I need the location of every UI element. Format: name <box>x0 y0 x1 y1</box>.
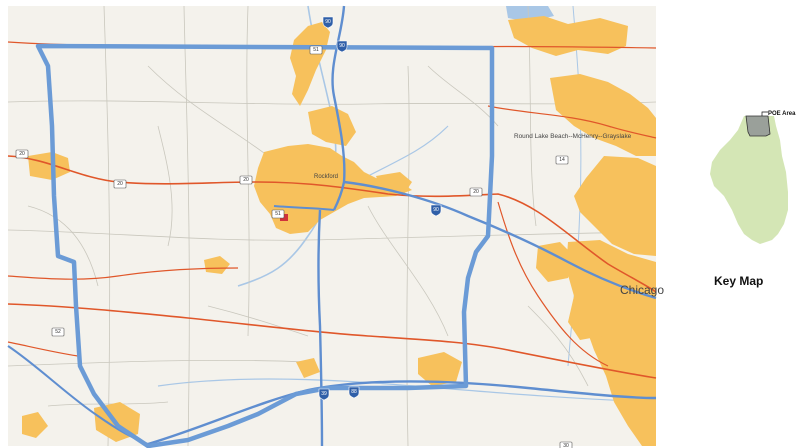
poe-area-shape <box>745 115 771 137</box>
shield-shape <box>348 386 360 399</box>
us-route-shield-us30: 30 <box>559 441 573 448</box>
shield-number: 20 <box>473 189 479 195</box>
local-road <box>527 305 589 387</box>
poe-area-label: POE Area <box>768 111 796 117</box>
interstate-shield-i90-north: 90 <box>336 40 348 53</box>
route-shields: 90 90 90 39 88 20 20 20 20 51 14 52 30 51 <box>15 16 573 448</box>
shield-number: 51 <box>275 211 281 217</box>
shield-shape <box>336 40 348 53</box>
local-road <box>7 229 657 241</box>
river-south <box>157 378 657 403</box>
interstate-shield-i39-south: 39 <box>318 388 330 401</box>
shield-number: 39 <box>321 391 327 397</box>
highway-route-northeast <box>487 105 657 139</box>
shield-shape <box>15 149 29 159</box>
shield-number: 20 <box>19 151 25 157</box>
shield-number: 90 <box>325 19 331 25</box>
us-route-shield-us52: 52 <box>51 327 65 337</box>
shield-number: 90 <box>433 207 439 213</box>
urban-rockford <box>254 144 412 234</box>
interstate-i90-east <box>343 180 657 300</box>
shield-shape <box>555 155 569 165</box>
urban-mchenry <box>550 74 656 156</box>
shield-shape <box>322 16 334 29</box>
urban-freeport <box>204 256 230 274</box>
key-map-illinois <box>710 111 788 244</box>
local-road <box>47 401 169 407</box>
local-road <box>103 5 111 447</box>
local-road <box>7 359 309 367</box>
shield-shape <box>271 209 285 219</box>
shield-shape <box>309 45 323 55</box>
key-map-title: Key Map <box>714 274 764 288</box>
us-route-shield-us51-south: 51 <box>271 209 285 219</box>
shield-number: 51 <box>313 47 319 53</box>
shield-shape <box>559 441 573 448</box>
shield-shape <box>469 187 483 197</box>
us-route-shield-us14: 14 <box>555 155 569 165</box>
interstate-i88 <box>147 380 657 446</box>
highway-route-south-west <box>7 341 79 357</box>
urban-elgin <box>536 242 574 282</box>
urban-west <box>28 152 70 180</box>
local-road <box>207 305 309 337</box>
us-route-shield-us20-west: 20 <box>15 149 29 159</box>
local-road <box>406 65 410 447</box>
map-canvas: 90 90 90 39 88 20 20 20 20 51 14 52 30 51 Rockford Ro… <box>7 5 664 448</box>
local-road <box>367 205 449 337</box>
shield-number: 90 <box>339 43 345 49</box>
us-route-shield-us51-north: 51 <box>309 45 323 55</box>
shield-number: 52 <box>55 329 61 335</box>
interstate-i90-west-link <box>273 205 335 211</box>
shield-number: 88 <box>351 389 357 395</box>
urban-south-small <box>22 412 48 438</box>
key-map-panel: POE Area Key Map <box>700 100 812 300</box>
urban-dekalb <box>418 352 462 386</box>
city-label-round-lake-beach: Round Lake Beach--McHenry--Grayslake <box>514 133 632 140</box>
shield-shape <box>51 327 65 337</box>
us-route-shield-us20-east: 20 <box>469 187 483 197</box>
urban-rochelle <box>296 358 320 378</box>
urban-aurora <box>568 294 608 340</box>
urban-north-east <box>508 16 628 56</box>
interstate-i39-south <box>317 209 324 447</box>
urban-rockford-north <box>290 22 330 106</box>
illinois-state-shape <box>710 116 788 244</box>
regional-map[interactable]: 90 90 90 39 88 20 20 20 20 51 14 52 30 51 Rockford Ro… <box>7 5 664 448</box>
shield-number: 20 <box>117 181 123 187</box>
local-road <box>27 205 99 287</box>
local-road <box>147 65 269 157</box>
shield-shape <box>113 179 127 189</box>
urban-chicago-north <box>574 156 656 256</box>
interstate-shield-i90-state: 90 <box>322 16 334 29</box>
city-label-rockford: Rockford <box>314 174 338 180</box>
city-label-chicago: Chicago <box>620 283 664 297</box>
poe-leader-line <box>761 111 768 116</box>
shield-number: 20 <box>243 177 249 183</box>
highway-route-west <box>7 267 239 280</box>
us-route-shield-us20-rock: 20 <box>239 175 253 185</box>
urban-loves-park <box>308 106 356 146</box>
poe-boundary <box>35 43 495 448</box>
highway-route-mid <box>7 303 657 379</box>
shield-shape <box>239 175 253 185</box>
local-road <box>157 125 173 247</box>
shield-number: 30 <box>563 443 569 448</box>
shield-number: 14 <box>559 157 565 163</box>
us-route-shield-us20-mid: 20 <box>113 179 127 189</box>
shield-shape <box>318 388 330 401</box>
shield-shape <box>430 204 442 217</box>
interstate-shield-i90-east: 90 <box>430 204 442 217</box>
interstate-shield-i88: 88 <box>348 386 360 399</box>
